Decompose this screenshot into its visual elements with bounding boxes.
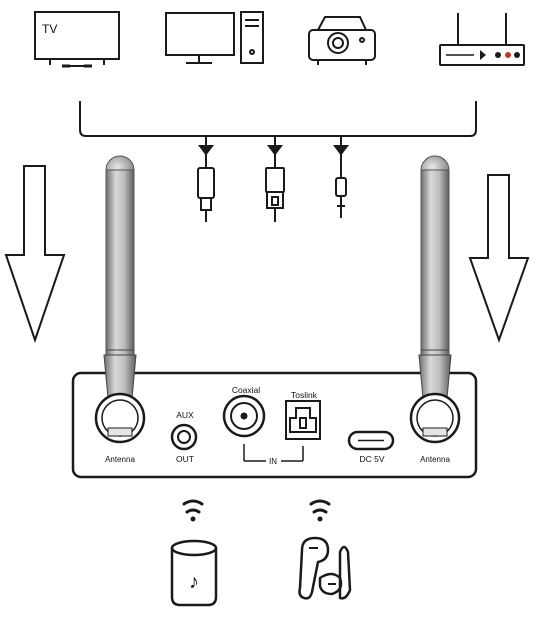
wireless-signal-icon <box>309 499 331 522</box>
dc-5v-label: DC 5V <box>359 454 384 464</box>
antenna-right <box>409 155 461 444</box>
toslink-port <box>285 400 321 440</box>
in-bracket <box>243 444 304 462</box>
out-label: OUT <box>176 454 194 464</box>
in-label: IN <box>269 457 277 466</box>
monitor-pc-icon <box>165 11 264 64</box>
tv-icon <box>34 11 120 68</box>
projector-icon <box>308 16 376 65</box>
tv-label: TV <box>42 22 57 36</box>
music-note-icon: ♪ <box>189 571 199 593</box>
transmitter-panel <box>71 371 478 479</box>
router-icon <box>439 13 525 66</box>
toslink-label: Toslink <box>291 390 318 400</box>
aux-label: AUX <box>176 410 194 420</box>
antenna-left <box>94 155 146 444</box>
connection-bracket <box>79 101 477 137</box>
optical-plug-icon <box>265 136 285 222</box>
coaxial-label: Coaxial <box>232 385 260 395</box>
antenna-right-label: Antenna <box>420 455 450 464</box>
earbuds-icon <box>298 536 352 600</box>
down-arrow-left-icon <box>4 165 66 344</box>
dc-5v-port <box>347 430 395 451</box>
coaxial-port <box>222 394 266 438</box>
bluetooth-speaker-icon: ♪ <box>170 539 218 607</box>
aux-plug-icon <box>333 136 349 218</box>
antenna-left-label: Antenna <box>105 455 135 464</box>
wireless-signal-icon <box>182 499 204 522</box>
rca-plug-icon <box>197 136 215 222</box>
aux-out-port <box>170 423 198 451</box>
down-arrow-right-icon <box>468 174 530 343</box>
